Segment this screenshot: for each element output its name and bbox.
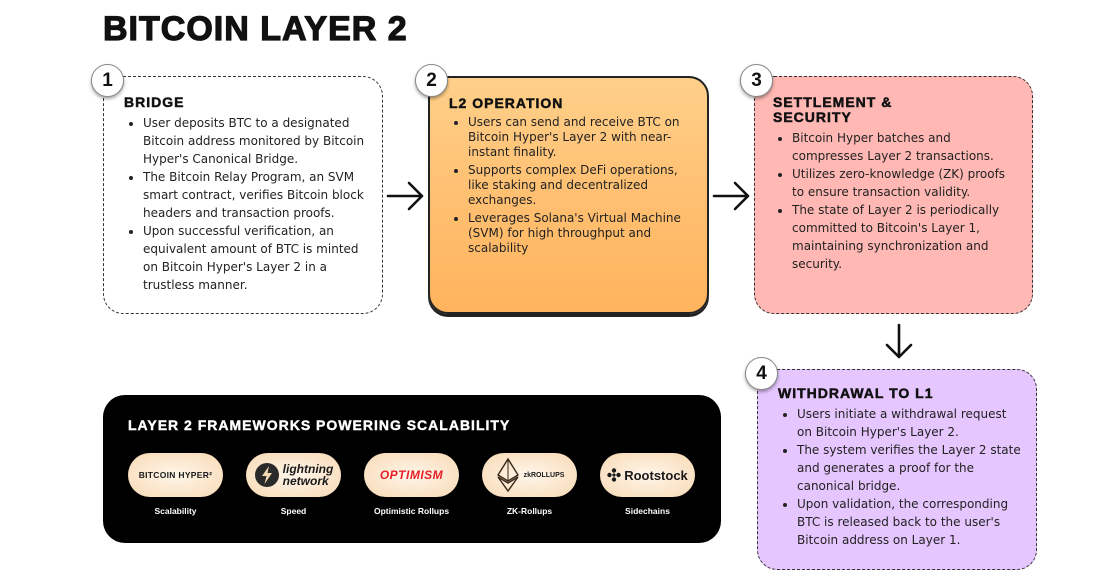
bullet-list: Users initiate a withdrawal request on B… (778, 405, 1024, 549)
arrow-right-icon (386, 181, 424, 211)
bullet-list: Bitcoin Hyper batches and compresses Lay… (773, 129, 1020, 273)
optimism-icon: OPTIMISM (364, 453, 459, 497)
step-heading: SETTLEMENT & SECURITY (773, 94, 893, 125)
list-item: The system verifies the Layer 2 state an… (778, 441, 1024, 495)
list-item: The Bitcoin Relay Program, an SVM smart … (124, 168, 370, 222)
step-number-badge: 4 (745, 357, 778, 390)
step-heading: WITHDRAWAL TO L1 (778, 385, 934, 401)
frameworks-logo-row: BITCOIN HYPER² Scalability lightning net… (128, 453, 695, 516)
rootstock-icon (607, 468, 621, 482)
step-number-badge: 3 (740, 64, 773, 97)
logo-label: BITCOIN HYPER² (138, 470, 213, 480)
list-item: Users can send and receive BTC on Bitcoi… (449, 115, 693, 160)
zk-rollups-logo: zkROLLUPS (482, 453, 577, 497)
step-number-badge: 2 (415, 64, 448, 97)
bullet-list: Users can send and receive BTC on Bitcoi… (449, 115, 693, 256)
rootstock-logo: Rootstock (600, 453, 695, 497)
framework-optimism: OPTIMISM Optimistic Rollups (364, 453, 459, 516)
frameworks-heading: LAYER 2 FRAMEWORKS POWERING SCALABILITY (128, 417, 511, 433)
ethereum-icon (496, 457, 519, 493)
page-title: BITCOIN LAYER 2 (102, 9, 408, 48)
step-number-badge: 1 (91, 64, 124, 97)
bullet-list: User deposits BTC to a designated Bitcoi… (124, 114, 370, 294)
step-card-settlement-security: SETTLEMENT & SECURITY Bitcoin Hyper batc… (754, 76, 1033, 314)
logo-label: lightning (282, 462, 334, 476)
frameworks-panel: LAYER 2 FRAMEWORKS POWERING SCALABILITY … (103, 395, 721, 543)
step-card-withdrawal: WITHDRAWAL TO L1 Users initiate a withdr… (757, 369, 1037, 570)
logo-label: Rootstock (624, 467, 688, 483)
list-item: User deposits BTC to a designated Bitcoi… (124, 114, 370, 168)
logo-label: zkROLLUPS (523, 471, 565, 479)
list-item: Upon successful verification, an equival… (124, 222, 370, 294)
list-item: Utilizes zero-knowledge (ZK) proofs to e… (773, 165, 1020, 201)
list-item: Supports complex DeFi operations, like s… (449, 163, 693, 208)
step-card-bridge: BRIDGE User deposits BTC to a designated… (103, 76, 383, 314)
framework-bitcoin-hyper: BITCOIN HYPER² Scalability (128, 453, 223, 516)
list-item: Upon validation, the corresponding BTC i… (778, 495, 1024, 549)
arrow-right-icon (712, 181, 750, 211)
logo-label: OPTIMISM (379, 468, 444, 482)
step-heading: L2 OPERATION (449, 95, 564, 111)
framework-caption: Sidechains (625, 506, 670, 516)
framework-lightning: lightning network Speed (246, 453, 341, 516)
framework-caption: Scalability (154, 506, 197, 516)
arrow-down-icon (885, 323, 913, 359)
bitcoin-hyper-icon: BITCOIN HYPER² (128, 453, 223, 497)
lightning-bolt-icon (254, 463, 279, 487)
step-heading: BRIDGE (124, 94, 185, 110)
framework-zk-rollups: zkROLLUPS ZK-Rollups (482, 453, 577, 516)
framework-caption: Optimistic Rollups (373, 506, 450, 516)
framework-rootstock: Rootstock Sidechains (600, 453, 695, 516)
list-item: Users initiate a withdrawal request on B… (778, 405, 1024, 441)
step-card-l2-operation: L2 OPERATION Users can send and receive … (428, 76, 709, 314)
logo-label: network (282, 474, 329, 488)
framework-caption: Speed (280, 506, 307, 516)
framework-caption: ZK-Rollups (506, 506, 553, 516)
list-item: The state of Layer 2 is periodically com… (773, 201, 1020, 273)
lightning-network-logo: lightning network (246, 453, 341, 497)
list-item: Bitcoin Hyper batches and compresses Lay… (773, 129, 1020, 165)
list-item: Leverages Solana's Virtual Machine (SVM)… (449, 211, 693, 256)
